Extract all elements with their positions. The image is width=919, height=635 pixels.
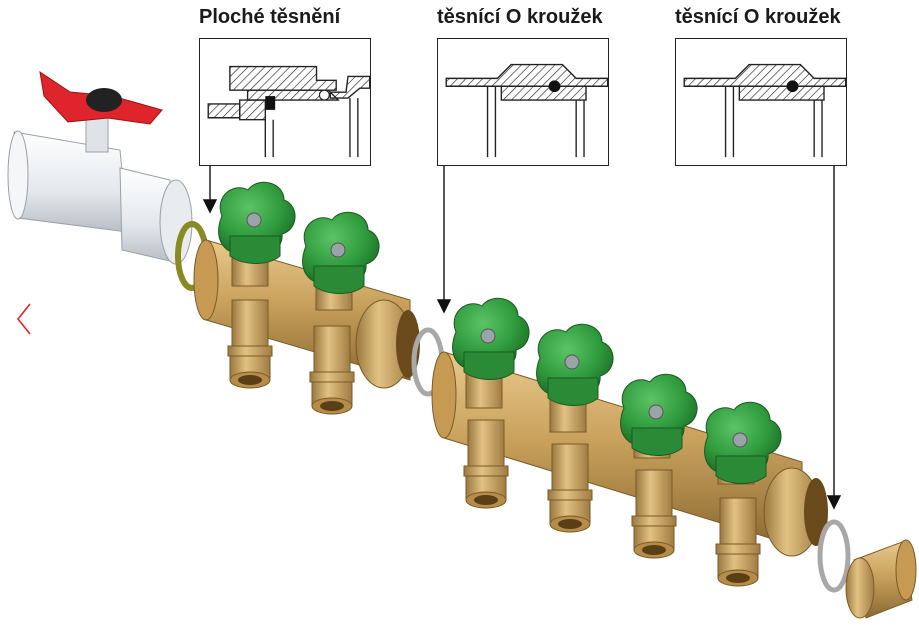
end-cap bbox=[845, 539, 917, 619]
ball-valve bbox=[7, 70, 193, 265]
o-ring-section-box-2 bbox=[675, 38, 847, 166]
callout-label-flat-gasket: Ploché těsnění bbox=[199, 6, 341, 28]
manifold-section-2 bbox=[431, 297, 828, 587]
o-ring-2 bbox=[817, 519, 851, 593]
callout-label-o-ring-2: těsnící O kroužek bbox=[675, 6, 841, 28]
chevron-left-icon[interactable] bbox=[14, 302, 34, 336]
manifold-section-1 bbox=[193, 181, 420, 415]
o-ring-section-drawing-2 bbox=[683, 63, 846, 158]
callout-label-o-ring-1: těsnící O kroužek bbox=[437, 6, 603, 28]
o-ring-section-drawing-1 bbox=[445, 63, 608, 158]
o-ring-section-box-1 bbox=[437, 38, 609, 166]
flat-gasket-section-drawing bbox=[207, 65, 370, 158]
callout-leaders bbox=[202, 166, 842, 510]
flat-gasket-section-box bbox=[199, 38, 371, 166]
